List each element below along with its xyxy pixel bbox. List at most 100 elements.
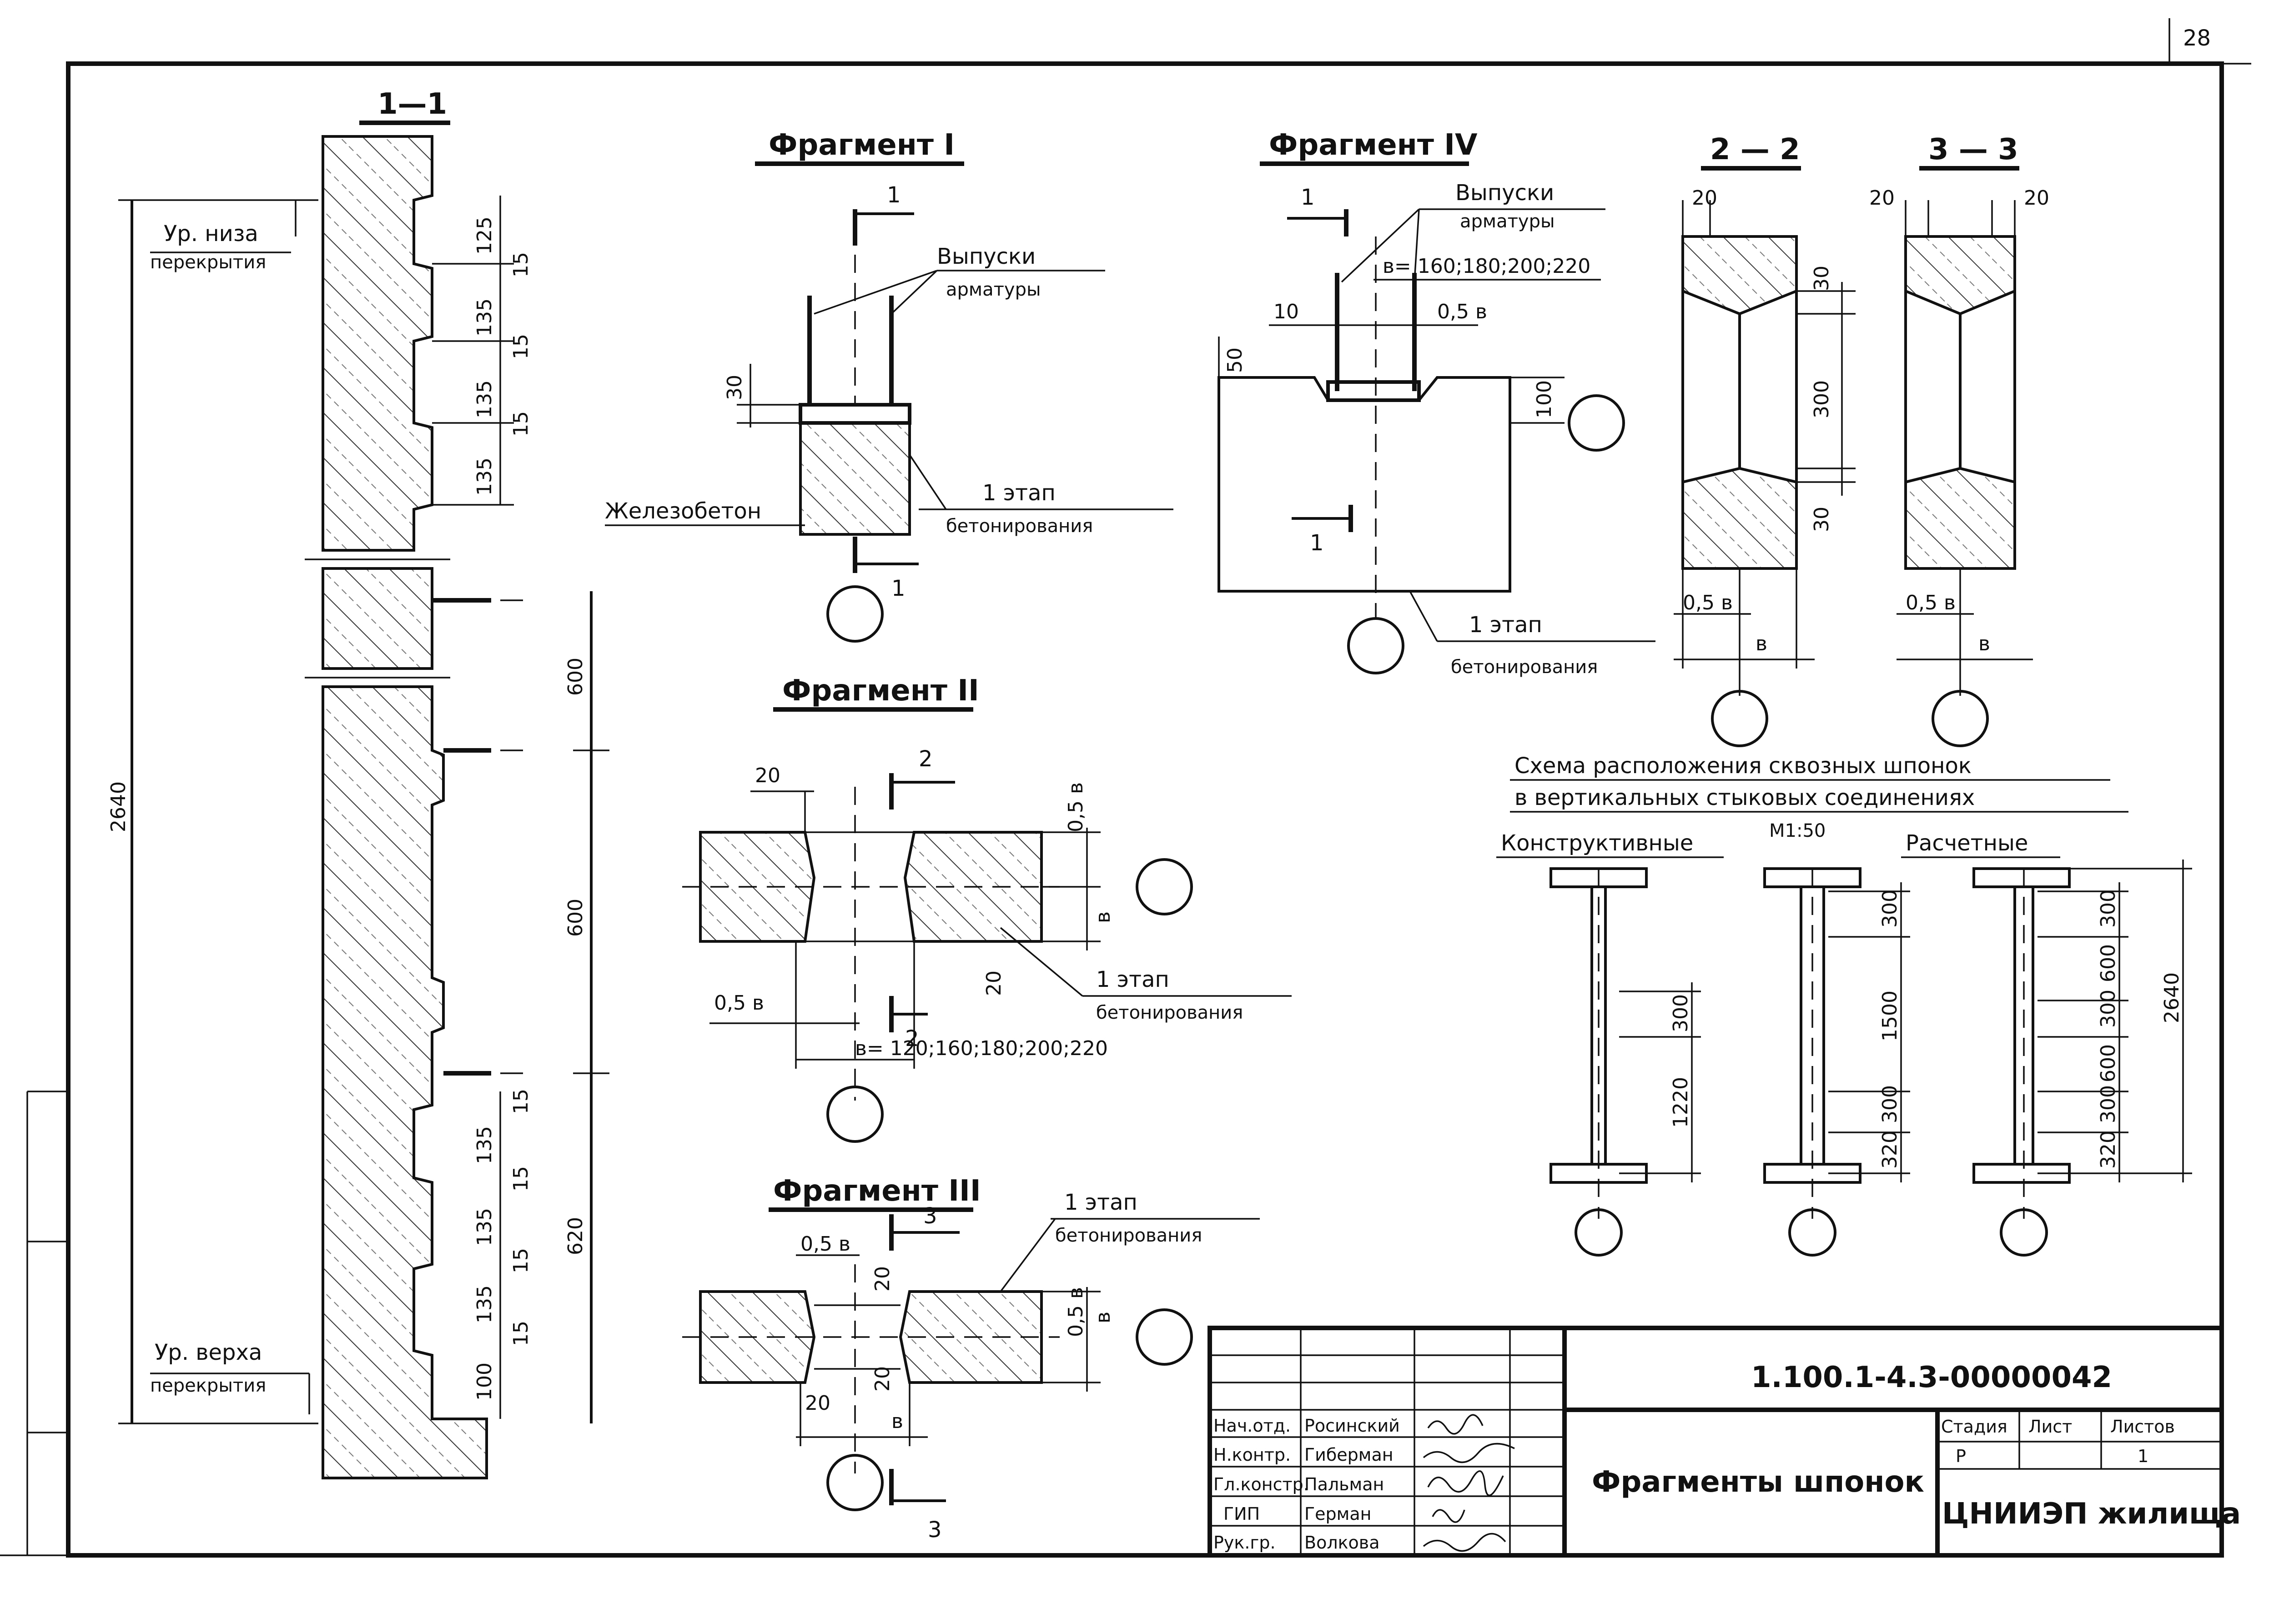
svg-text:0,5 в: 0,5 в <box>714 991 764 1015</box>
svg-text:3: 3 <box>923 1203 937 1229</box>
svg-text:в: в <box>1756 632 1767 655</box>
svg-text:0,5 в: 0,5 в <box>800 1232 850 1256</box>
svg-text:Рук.гр.: Рук.гр. <box>1213 1533 1276 1553</box>
signature-mark <box>1427 1414 1484 1435</box>
fragment-4: Фрагмент IV 1 Выпуски арматуры в= 160;18… <box>1217 128 1655 678</box>
fragment-1: Фрагмент I 1 1 Выпуски арматуры 30 Желез… <box>605 128 1173 643</box>
svg-text:20: 20 <box>2024 186 2049 210</box>
fragment-3: Фрагмент III 3 0,5 в 20 20 0,5 в в 20 в … <box>682 1174 1260 1543</box>
svg-text:300: 300 <box>2097 890 2120 928</box>
scheme-title-line2: в вертикальных стыковых соединениях <box>1514 785 1975 810</box>
fragment-4-outlets-1: Выпуски <box>1455 180 1554 206</box>
scheme-label-constructive: Конструктивные <box>1501 830 1693 856</box>
wall-upper <box>322 135 433 552</box>
svg-text:15: 15 <box>509 1166 533 1192</box>
scheme-column-calculated: 300 600 300 600 300 320 2640 <box>1972 860 2192 1257</box>
signature-table: Нач.отд. Росинский Н.контр. Гиберман Гл.… <box>1213 1414 1515 1553</box>
fragment-3-stage-1: 1 этап <box>1064 1190 1137 1215</box>
dim-600-a: 600 <box>564 658 587 696</box>
svg-text:0,5 в: 0,5 в <box>1064 1287 1087 1337</box>
svg-text:Пальман: Пальман <box>1304 1474 1384 1494</box>
fragment-3-marker-circle-right <box>1136 1308 1193 1366</box>
fragment-4-b-values: в= 160;180;200;220 <box>1383 255 1590 278</box>
key-scheme: Схема расположения сквозных шпонок в вер… <box>1496 753 2192 1257</box>
scheme-title-line1: Схема расположения сквозных шпонок <box>1514 753 1972 779</box>
svg-text:135: 135 <box>473 1208 496 1246</box>
scheme-scale: М1:50 <box>1769 820 1826 841</box>
svg-text:135: 135 <box>473 1285 496 1323</box>
svg-text:600: 600 <box>2097 944 2120 982</box>
svg-text:в: в <box>891 1410 903 1433</box>
section-2-2: 2 — 2 20 30 300 30 0,5 в в <box>1674 133 1856 747</box>
sheet-frame: 28 <box>0 18 2251 1558</box>
page-number: 28 <box>2183 25 2211 51</box>
svg-text:0,5 в: 0,5 в <box>1064 782 1087 832</box>
svg-text:125: 125 <box>473 216 496 255</box>
svg-text:1500: 1500 <box>1878 990 1902 1041</box>
fragment-1-dim-30: 30 <box>723 375 746 400</box>
level-top-line1: Ур. верха <box>155 1340 262 1365</box>
svg-text:Гл.констр.: Гл.констр. <box>1213 1474 1309 1494</box>
svg-text:в: в <box>1092 1312 1115 1323</box>
svg-text:15: 15 <box>509 252 533 277</box>
svg-text:20: 20 <box>871 1366 894 1392</box>
svg-text:Росинский: Росинский <box>1304 1416 1400 1436</box>
svg-text:2640: 2640 <box>2160 972 2183 1023</box>
stage-value: Р <box>1956 1446 1966 1466</box>
svg-text:20: 20 <box>805 1392 830 1415</box>
section-3-3-marker-circle <box>1932 690 1989 747</box>
svg-text:300: 300 <box>2097 1085 2120 1123</box>
wall-middle <box>322 567 433 670</box>
svg-text:30: 30 <box>1810 266 1833 291</box>
svg-text:135: 135 <box>473 380 496 418</box>
fragment-1-marker-circle <box>826 585 884 643</box>
sheets-value: 1 <box>2138 1446 2148 1466</box>
svg-text:300: 300 <box>1669 994 1692 1032</box>
svg-text:2: 2 <box>905 1026 919 1051</box>
svg-text:20: 20 <box>871 1266 894 1292</box>
svg-text:20: 20 <box>755 764 780 787</box>
fragment-2-marker-circle-bottom <box>826 1086 884 1143</box>
svg-text:15: 15 <box>509 1321 533 1346</box>
fragment-4-slab <box>1217 376 1511 593</box>
svg-text:ГИП: ГИП <box>1223 1504 1260 1524</box>
svg-text:15: 15 <box>509 1089 533 1114</box>
svg-text:0,5 в: 0,5 в <box>1906 591 1956 614</box>
svg-text:320: 320 <box>2097 1131 2120 1169</box>
svg-text:15: 15 <box>509 334 533 359</box>
svg-text:50: 50 <box>1223 347 1247 373</box>
fragment-1-outlets-1: Выпуски <box>937 244 1036 269</box>
document-code: 1.100.1-4.3-00000042 <box>1751 1361 2112 1394</box>
dims-bottom-chain: 15 135 15 135 15 135 15 100 <box>473 1089 533 1401</box>
svg-text:20: 20 <box>1692 186 1717 210</box>
level-bottom-line2: перекрытия <box>150 252 266 273</box>
fragment-3-title: Фрагмент III <box>773 1174 981 1208</box>
fragment-4-stage-2: бетонирования <box>1451 657 1598 678</box>
sheet-header: Лист <box>2028 1417 2072 1437</box>
fragment-2-b-values: в= 120;160;180;200;220 <box>855 1037 1108 1060</box>
signature-mark <box>1427 1470 1504 1496</box>
section-1-1-title: 1—1 <box>377 87 447 121</box>
section-2-2-marker-circle <box>1711 690 1768 747</box>
section-1-1: 1—1 2640 Ур. низа перекрытия Ур. верха п… <box>107 87 609 1479</box>
svg-text:100: 100 <box>473 1363 496 1401</box>
svg-text:1: 1 <box>1301 185 1315 210</box>
fragment-4-stage-1: 1 этап <box>1469 612 1542 638</box>
section-3-3: 3 — 3 20 20 0,5 в в <box>1869 133 2049 747</box>
svg-text:1: 1 <box>891 576 906 601</box>
svg-text:в: в <box>1978 632 1990 655</box>
dim-620: 620 <box>564 1217 587 1255</box>
level-bottom-line1: Ур. низа <box>164 221 258 246</box>
total-height-label: 2640 <box>107 781 130 832</box>
svg-text:600: 600 <box>2097 1044 2120 1082</box>
fragment-1-stage-2: бетонирования <box>946 516 1093 537</box>
svg-text:300: 300 <box>2097 990 2120 1028</box>
svg-text:300: 300 <box>1810 380 1833 418</box>
svg-text:320: 320 <box>1878 1131 1902 1169</box>
sheet-title: Фрагменты шпонок <box>1592 1465 1924 1499</box>
svg-text:300: 300 <box>1878 1085 1902 1123</box>
svg-text:30: 30 <box>1810 507 1833 532</box>
stage-header: Стадия <box>1941 1417 2007 1437</box>
svg-text:Нач.отд.: Нач.отд. <box>1213 1416 1291 1436</box>
fragment-2: Фрагмент II 2 20 0,5 в в 20 0,5 в в= 120… <box>682 674 1292 1143</box>
